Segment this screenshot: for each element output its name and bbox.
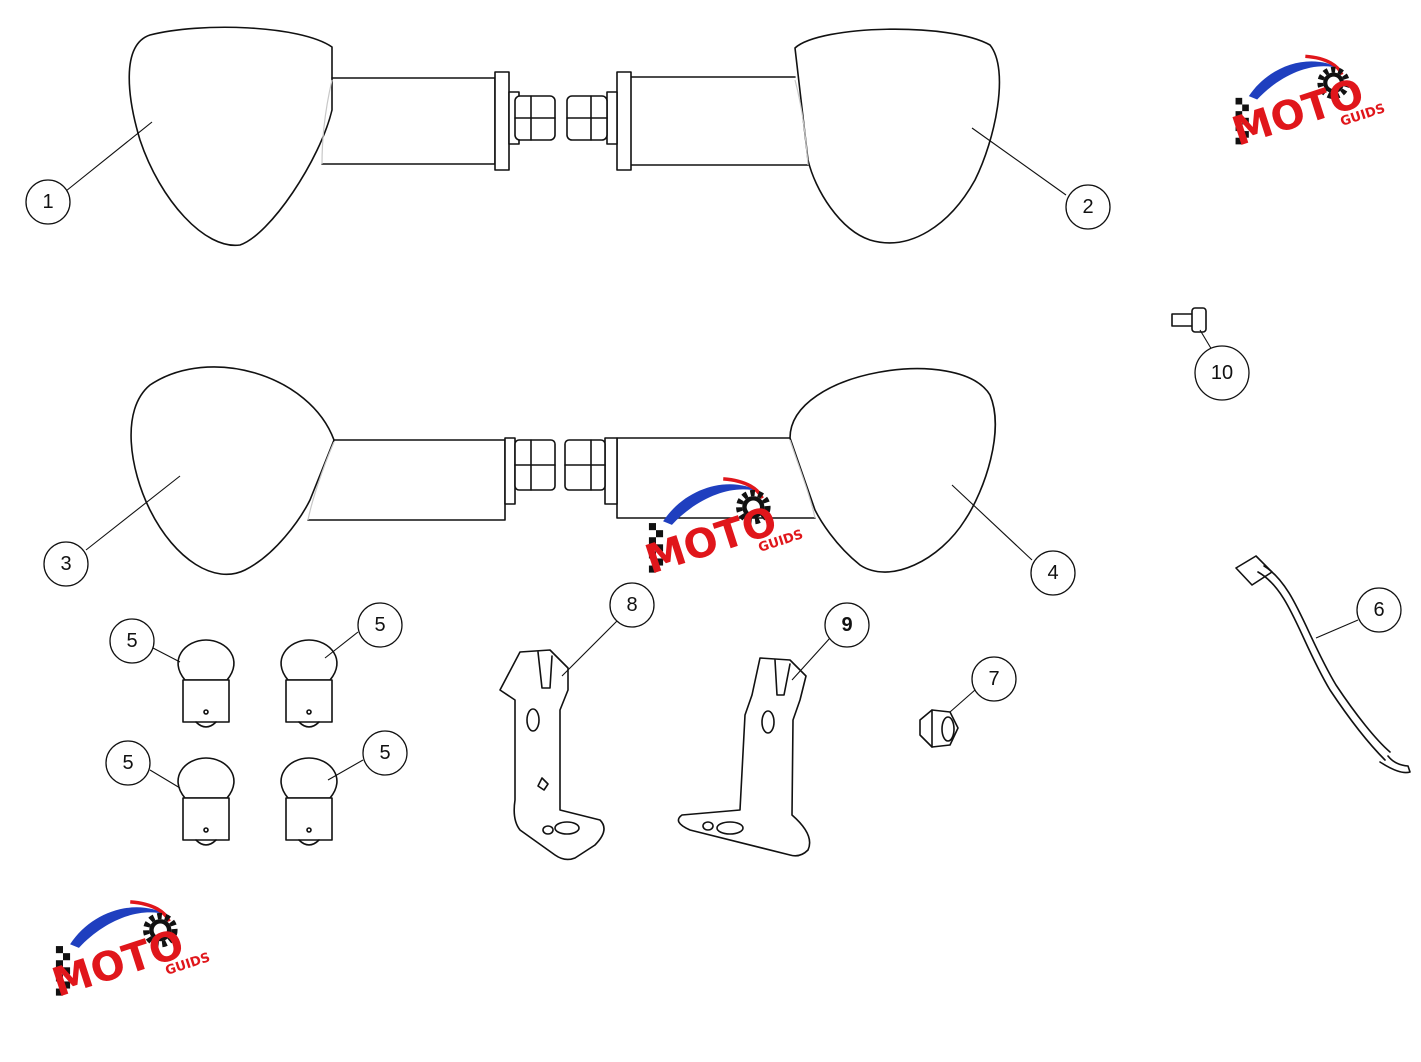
callout-label: 1 [42, 191, 53, 213]
callout-9: 9 [824, 602, 870, 648]
callout-7: 7 [971, 656, 1017, 702]
callout-8: 8 [609, 582, 655, 628]
bulb [280, 757, 338, 846]
callout-5: 5 [105, 740, 151, 786]
callout-5: 5 [362, 730, 408, 776]
bulb [177, 639, 235, 728]
callout-10: 10 [1194, 345, 1250, 401]
callout-label: 5 [374, 614, 385, 636]
bracket-left [499, 649, 605, 861]
turn-signal-front-right [566, 28, 1001, 244]
bulb [280, 639, 338, 728]
callout-2: 2 [1065, 184, 1111, 230]
callout-5: 5 [357, 602, 403, 648]
callout-label: 8 [626, 594, 637, 616]
callout-label: 2 [1082, 196, 1093, 218]
callout-5: 5 [109, 618, 155, 664]
nut [919, 709, 959, 748]
callout-label: 6 [1373, 599, 1384, 621]
watermark-logo: MOTO GUIDS [1227, 56, 1387, 156]
callout-label: 5 [379, 742, 390, 764]
turn-signal-rear-right [564, 368, 997, 573]
callout-1: 1 [25, 179, 71, 225]
watermark-logo: MOTO GUIDS [47, 902, 212, 1007]
turn-signal-rear-left [130, 366, 556, 576]
callout-label: 3 [60, 553, 71, 575]
callout-3: 3 [43, 541, 89, 587]
screw [1171, 307, 1207, 333]
callout-label: 5 [126, 630, 137, 652]
callout-6: 6 [1356, 587, 1402, 633]
wiring-harness [1235, 555, 1411, 774]
callout-label: 7 [988, 668, 999, 690]
callout-label: 9 [841, 614, 852, 636]
turn-signal-front-left [128, 26, 556, 246]
bracket-right [677, 657, 811, 857]
callout-label: 10 [1211, 362, 1233, 384]
callout-4: 4 [1030, 550, 1076, 596]
callout-label: 4 [1047, 562, 1058, 584]
leader-lines [65, 121, 1359, 789]
callout-label: 5 [122, 752, 133, 774]
watermark-logo: MOTO GUIDS [640, 479, 805, 584]
bulb [177, 757, 235, 846]
